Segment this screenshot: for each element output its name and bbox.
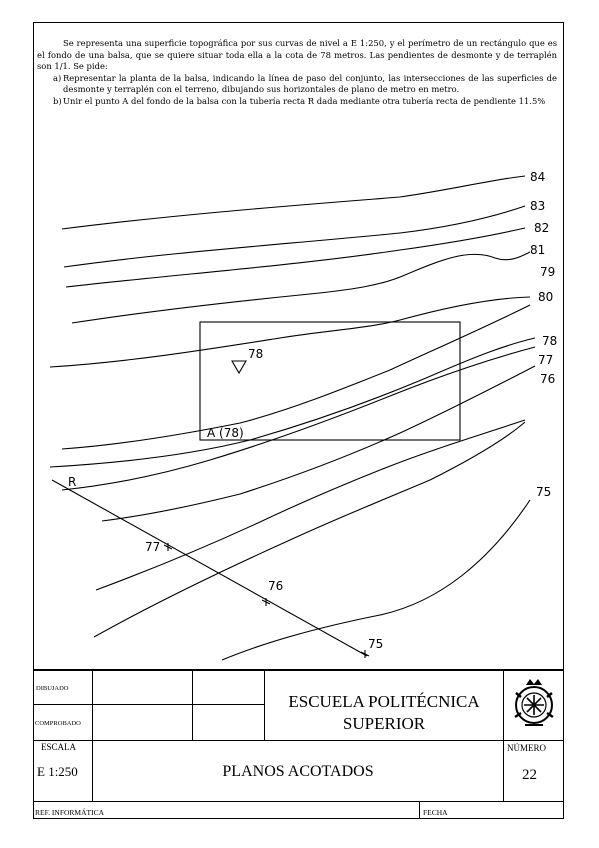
tb-rule [92, 669, 93, 740]
contour-83 [63, 205, 526, 268]
tb-rule [192, 669, 193, 740]
problem-statement: Se representa una superficie topográfica… [37, 38, 557, 108]
item-a-text: Representar la planta de la balsa, indic… [63, 72, 557, 95]
pipe-mark-label: 75 [368, 637, 383, 651]
contour-75-a [93, 421, 526, 638]
contour-label: 80 [538, 290, 553, 304]
pipe-mark-76-icon [261, 598, 271, 606]
contour-label: 78 [542, 334, 557, 348]
elevation-triangle-icon [231, 360, 247, 375]
school-crest-icon [514, 679, 554, 726]
pipe-mark-75-icon [360, 650, 370, 658]
contour-label: 81 [530, 243, 545, 257]
contour-label: 82 [534, 221, 549, 235]
sheet-border [33, 22, 564, 819]
statement-item-a: a) Representar la planta de la balsa, in… [37, 73, 557, 96]
contour-label: 79 [540, 265, 555, 279]
contour-76-lower [95, 419, 526, 591]
tb-rule [419, 801, 420, 819]
numero-value: 22 [522, 767, 537, 783]
escala-value: E 1:250 [37, 764, 78, 779]
point-elevation-label: 78 [248, 347, 263, 361]
tb-rule [92, 740, 93, 801]
tb-rule [33, 669, 564, 671]
pipe-r-label: R [68, 475, 76, 489]
contour-78-a [61, 304, 531, 450]
tb-rule [33, 704, 265, 705]
tb-rule [264, 669, 265, 740]
tb-rule [33, 740, 564, 741]
statement-intro: Se representa una superficie topográfica… [37, 38, 557, 72]
pipe-r-line [51, 479, 368, 657]
contour-label: 77 [538, 353, 553, 367]
statement-item-b: b) Unir el punto A del fondo de la balsa… [37, 96, 557, 108]
pond-rectangle [199, 321, 461, 441]
contour-label: 84 [530, 170, 545, 184]
comprobado-label: COMPROBADO [35, 720, 81, 727]
pipe-mark-77-icon [163, 543, 173, 551]
fecha-label: FECHA [423, 808, 448, 817]
ref-label: REF. INFORMÁTICA [35, 808, 104, 817]
dibujado-label: DIBUJADO [36, 685, 69, 692]
item-a-mark: a) [53, 72, 62, 83]
numero-label: NÚMERO [507, 743, 547, 753]
contour-label: 75 [536, 485, 551, 499]
contour-77 [61, 346, 536, 491]
contour-label: 83 [530, 199, 545, 213]
escala-label: ESCALA [41, 742, 77, 752]
pipe-mark-label: 76 [268, 579, 283, 593]
item-b-mark: b) [53, 95, 62, 106]
contour-82 [65, 227, 526, 288]
contour-78-b [49, 337, 536, 468]
contour-label: 76 [540, 372, 555, 386]
tb-rule [33, 801, 564, 802]
item-b-text: Unir el punto A del fondo de la balsa co… [63, 95, 546, 106]
title-block: DIBUJADO COMPROBADO ESCUELA POLITÉCNICA … [33, 669, 564, 819]
tb-rule [503, 669, 504, 801]
contour-76 [101, 365, 536, 522]
contour-75-b [221, 499, 531, 661]
subject-title: PLANOS ACOTADOS [222, 763, 374, 780]
pipe-mark-label: 77 [145, 540, 160, 554]
contour-80 [49, 296, 531, 368]
contour-81-79 [71, 251, 531, 324]
pond-label: A (78) [207, 426, 244, 440]
contour-84 [61, 175, 526, 230]
school-name: ESCUELA POLITÉCNICA SUPERIOR [288, 692, 480, 733]
